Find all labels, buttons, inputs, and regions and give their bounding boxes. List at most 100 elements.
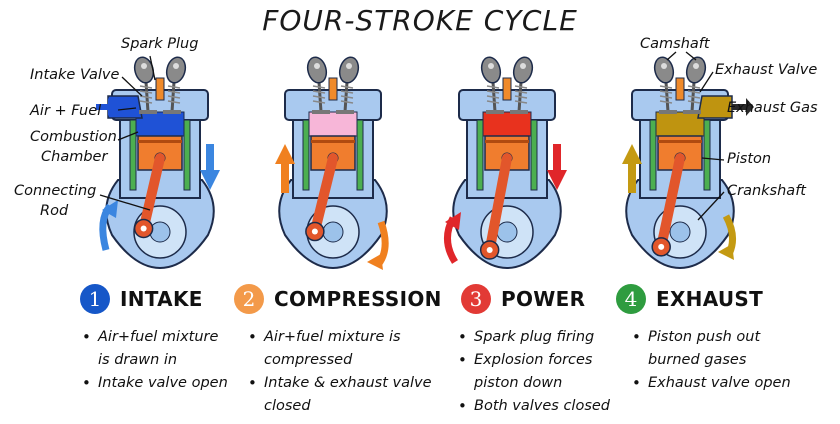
notes-power: Spark plug firing Explosion forcespiston… bbox=[456, 326, 610, 418]
valve-head bbox=[336, 110, 354, 114]
valve-spring bbox=[312, 90, 326, 94]
valve-spring bbox=[486, 90, 500, 94]
crank-pin-center bbox=[486, 247, 493, 253]
crank-hub bbox=[149, 221, 171, 243]
valve-spring bbox=[340, 95, 354, 99]
connecting-rod bbox=[484, 153, 512, 255]
camshaft-hub bbox=[661, 63, 667, 69]
intake-flow-arrow bbox=[96, 98, 116, 116]
valve-spring bbox=[687, 90, 701, 94]
stage-heading-intake: 1 INTAKE bbox=[80, 282, 203, 316]
label-piston: Piston bbox=[727, 151, 772, 167]
stage-name: EXHAUST bbox=[656, 287, 764, 311]
cylinder-wall bbox=[476, 119, 484, 191]
valve-spring bbox=[139, 90, 153, 94]
combustion-chamber bbox=[135, 111, 185, 137]
crank-pin-center bbox=[658, 243, 665, 250]
stroke-arrow-shaft bbox=[553, 144, 561, 172]
camshaft-hub bbox=[173, 63, 179, 69]
stroke-arrow-down bbox=[547, 170, 567, 190]
callout-leader bbox=[666, 51, 677, 61]
camshaft-hub bbox=[693, 63, 699, 69]
cylinder-wall bbox=[703, 119, 711, 191]
valve-spring bbox=[514, 90, 528, 94]
valve-spring bbox=[514, 95, 528, 99]
stroke-arrow-up bbox=[275, 144, 295, 164]
engine-stage-1 bbox=[96, 56, 220, 270]
valve-head bbox=[163, 110, 181, 114]
stage-name: POWER bbox=[501, 287, 586, 311]
rotation-arrowhead bbox=[367, 254, 383, 270]
camshaft-hub bbox=[346, 63, 352, 69]
valve-spring bbox=[486, 95, 500, 99]
valve-head bbox=[139, 110, 157, 114]
camshaft-lobe bbox=[653, 56, 675, 84]
callout-leader bbox=[99, 194, 151, 211]
label-intake-valve: Intake Valve bbox=[30, 67, 120, 83]
valve-spring bbox=[139, 95, 153, 99]
valve-spring bbox=[486, 100, 500, 104]
note-item: Exhaust valve open bbox=[630, 372, 791, 395]
crank-hub bbox=[496, 221, 518, 243]
valve-spring bbox=[139, 100, 153, 104]
piston-ring bbox=[485, 140, 529, 143]
valve-head bbox=[486, 110, 504, 114]
valve-spring bbox=[514, 85, 528, 89]
valve-spring bbox=[312, 100, 326, 104]
stage-heading-power: 3 POWER bbox=[461, 282, 585, 316]
camshaft-lobe bbox=[306, 56, 328, 84]
valve-spring bbox=[687, 100, 701, 104]
valve-spring bbox=[312, 85, 326, 89]
valve-head bbox=[659, 110, 677, 114]
valve-spring bbox=[687, 95, 701, 99]
rotation-arrowhead bbox=[445, 212, 461, 230]
combustion-chamber bbox=[655, 111, 705, 137]
cylinder-wall bbox=[129, 119, 137, 191]
camshaft-lobe bbox=[338, 56, 360, 84]
valve-spring bbox=[687, 85, 701, 89]
cylinder-wall bbox=[356, 119, 364, 191]
piston-ring bbox=[658, 140, 702, 143]
connecting-rod bbox=[656, 153, 685, 252]
spark-plug bbox=[155, 77, 165, 101]
label-air-fuel: Air + Fuel bbox=[30, 103, 102, 119]
note-item: Both valves closed bbox=[456, 395, 610, 418]
spark-plug bbox=[502, 77, 512, 101]
stroke-arrow-up bbox=[622, 144, 642, 164]
camshaft-hub bbox=[141, 63, 147, 69]
valve-spring bbox=[486, 85, 500, 89]
stroke-arrow-shaft bbox=[628, 163, 636, 193]
label-crankshaft: Crankshaft bbox=[727, 183, 806, 199]
stage-number-badge: 2 bbox=[234, 284, 264, 314]
crank-hub bbox=[669, 221, 691, 243]
callout-leader bbox=[685, 51, 697, 61]
cylinder-wall bbox=[302, 119, 310, 191]
valve-spring bbox=[139, 85, 153, 89]
stage-name: COMPRESSION bbox=[274, 287, 442, 311]
stroke-arrow-shaft bbox=[281, 163, 289, 193]
combustion-chamber bbox=[482, 111, 532, 137]
valve-spring bbox=[167, 95, 181, 99]
camshaft-hub bbox=[520, 63, 526, 69]
valve-spring bbox=[340, 85, 354, 89]
valve-spring bbox=[659, 95, 673, 99]
engine-stage-4 bbox=[622, 56, 754, 270]
camshaft-lobe bbox=[480, 56, 502, 84]
stage-heading-exhaust: 4 EXHAUST bbox=[616, 282, 763, 316]
stage-heading-compression: 2 COMPRESSION bbox=[234, 282, 442, 316]
cylinder-wall bbox=[530, 119, 538, 191]
piston-ring bbox=[138, 140, 182, 143]
cylinder-wall bbox=[649, 119, 657, 191]
callout-leader bbox=[121, 76, 143, 97]
crank-pin-center bbox=[140, 225, 147, 232]
label-connecting-line2: Rod bbox=[40, 203, 69, 219]
callout-leader bbox=[149, 55, 156, 81]
connecting-rod bbox=[138, 153, 165, 234]
